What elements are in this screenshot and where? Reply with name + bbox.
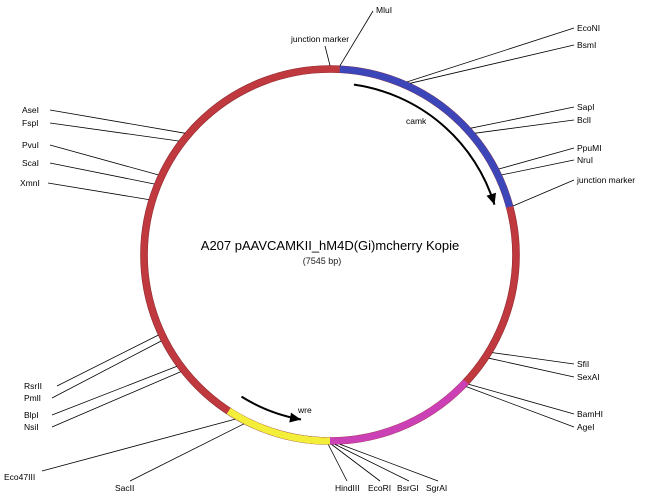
feature-segment-wre — [226, 408, 331, 445]
site-line-ecori — [331, 444, 381, 482]
site-line-eco47iii — [41, 418, 236, 472]
site-label-junction-marker-right[interactable]: junction marker — [576, 175, 635, 185]
site-label-sfii[interactable]: SfiI — [577, 359, 589, 369]
site-label-blpi[interactable]: BlpI — [24, 410, 39, 420]
site-line-pvui — [49, 144, 159, 176]
site-line-bamhi — [468, 383, 575, 415]
site-label-sacii[interactable]: SacII — [115, 483, 134, 493]
site-line-sgrai — [339, 443, 439, 482]
site-label-scai[interactable]: ScaI — [22, 158, 39, 168]
site-label-ecori[interactable]: EcoRI — [368, 483, 391, 493]
feature-label-wre: wre — [297, 405, 312, 415]
site-line-asei — [49, 109, 185, 134]
feature-arrows: camk wre — [240, 83, 496, 423]
site-line-sapi — [470, 106, 575, 129]
plasmid-name: A207 pAAVCAMKII_hM4D(Gi)mcherry Kopie — [201, 238, 459, 253]
feature-label-camk: camk — [406, 116, 427, 126]
site-line-bsrgi — [334, 444, 410, 482]
site-label-sexai[interactable]: SexAI — [577, 372, 600, 382]
site-labels: MluI junction marker EcoNI BsmI SapI BclI PpuM… — [4, 5, 635, 493]
camk-arrow-head — [486, 192, 496, 205]
site-line-sfii — [492, 352, 575, 365]
feature-segment-mcherry — [329, 379, 469, 445]
site-line-sexai — [488, 357, 575, 378]
site-line-ppumi — [498, 147, 575, 170]
site-line-sacii — [129, 423, 245, 482]
site-label-rsrii[interactable]: RsrII — [24, 381, 42, 391]
site-line-mlul — [339, 10, 374, 67]
site-label-mlul[interactable]: MluI — [376, 5, 392, 15]
site-line-rsrii — [56, 334, 159, 387]
site-label-fspi[interactable]: FspI — [22, 118, 39, 128]
wre-arrow-head — [289, 412, 301, 423]
site-line-nsii — [51, 371, 181, 428]
site-label-nsii[interactable]: NsiI — [24, 422, 39, 432]
site-label-asei[interactable]: AseI — [22, 105, 39, 115]
camk-arrow — [353, 83, 496, 206]
site-label-pvui[interactable]: PvuI — [22, 140, 39, 150]
site-label-sgrai[interactable]: SgrAI — [426, 483, 447, 493]
site-label-junction-marker-top[interactable]: junction marker — [290, 34, 349, 44]
site-line-agei — [466, 386, 575, 428]
site-label-pmli[interactable]: PmlI — [24, 393, 41, 403]
site-line-bcli — [475, 119, 575, 134]
site-label-nrui[interactable]: NruI — [577, 155, 593, 165]
site-line-scai — [49, 162, 155, 185]
ring-inner-edge — [147, 72, 513, 438]
site-label-bamhi[interactable]: BamHI — [577, 409, 603, 419]
site-label-ppumi[interactable]: PpuMI — [577, 143, 602, 153]
site-line-nrui — [501, 159, 575, 176]
plasmid-length: (7545 bp) — [303, 256, 342, 266]
site-line-pmli — [51, 340, 162, 399]
site-line-econi — [406, 27, 575, 83]
site-line-blpi — [51, 366, 177, 416]
site-label-agei[interactable]: AgeI — [577, 422, 595, 432]
site-line-xmni — [47, 182, 149, 200]
site-label-hindiii[interactable]: HindIII — [335, 483, 360, 493]
site-label-bsmi[interactable]: BsmI — [577, 40, 596, 50]
site-line-bsmi — [410, 44, 575, 84]
site-label-xmni[interactable]: XmnI — [20, 178, 40, 188]
site-label-sapi[interactable]: SapI — [577, 102, 595, 112]
site-label-econi[interactable]: EcoNI — [577, 23, 600, 33]
site-label-bcli[interactable]: BclI — [577, 115, 591, 125]
site-line-fspi — [49, 122, 179, 142]
site-line-hindiii — [327, 444, 348, 482]
site-line-junction-marker-right — [512, 179, 575, 207]
site-label-bsrgi[interactable]: BsrGI — [397, 483, 419, 493]
plasmid-ring — [140, 65, 520, 445]
feature-segment-camk — [339, 65, 514, 208]
site-lines — [41, 10, 575, 482]
site-label-eco47iii[interactable]: Eco47III — [4, 472, 35, 482]
site-line-junction-marker-top — [324, 45, 331, 66]
